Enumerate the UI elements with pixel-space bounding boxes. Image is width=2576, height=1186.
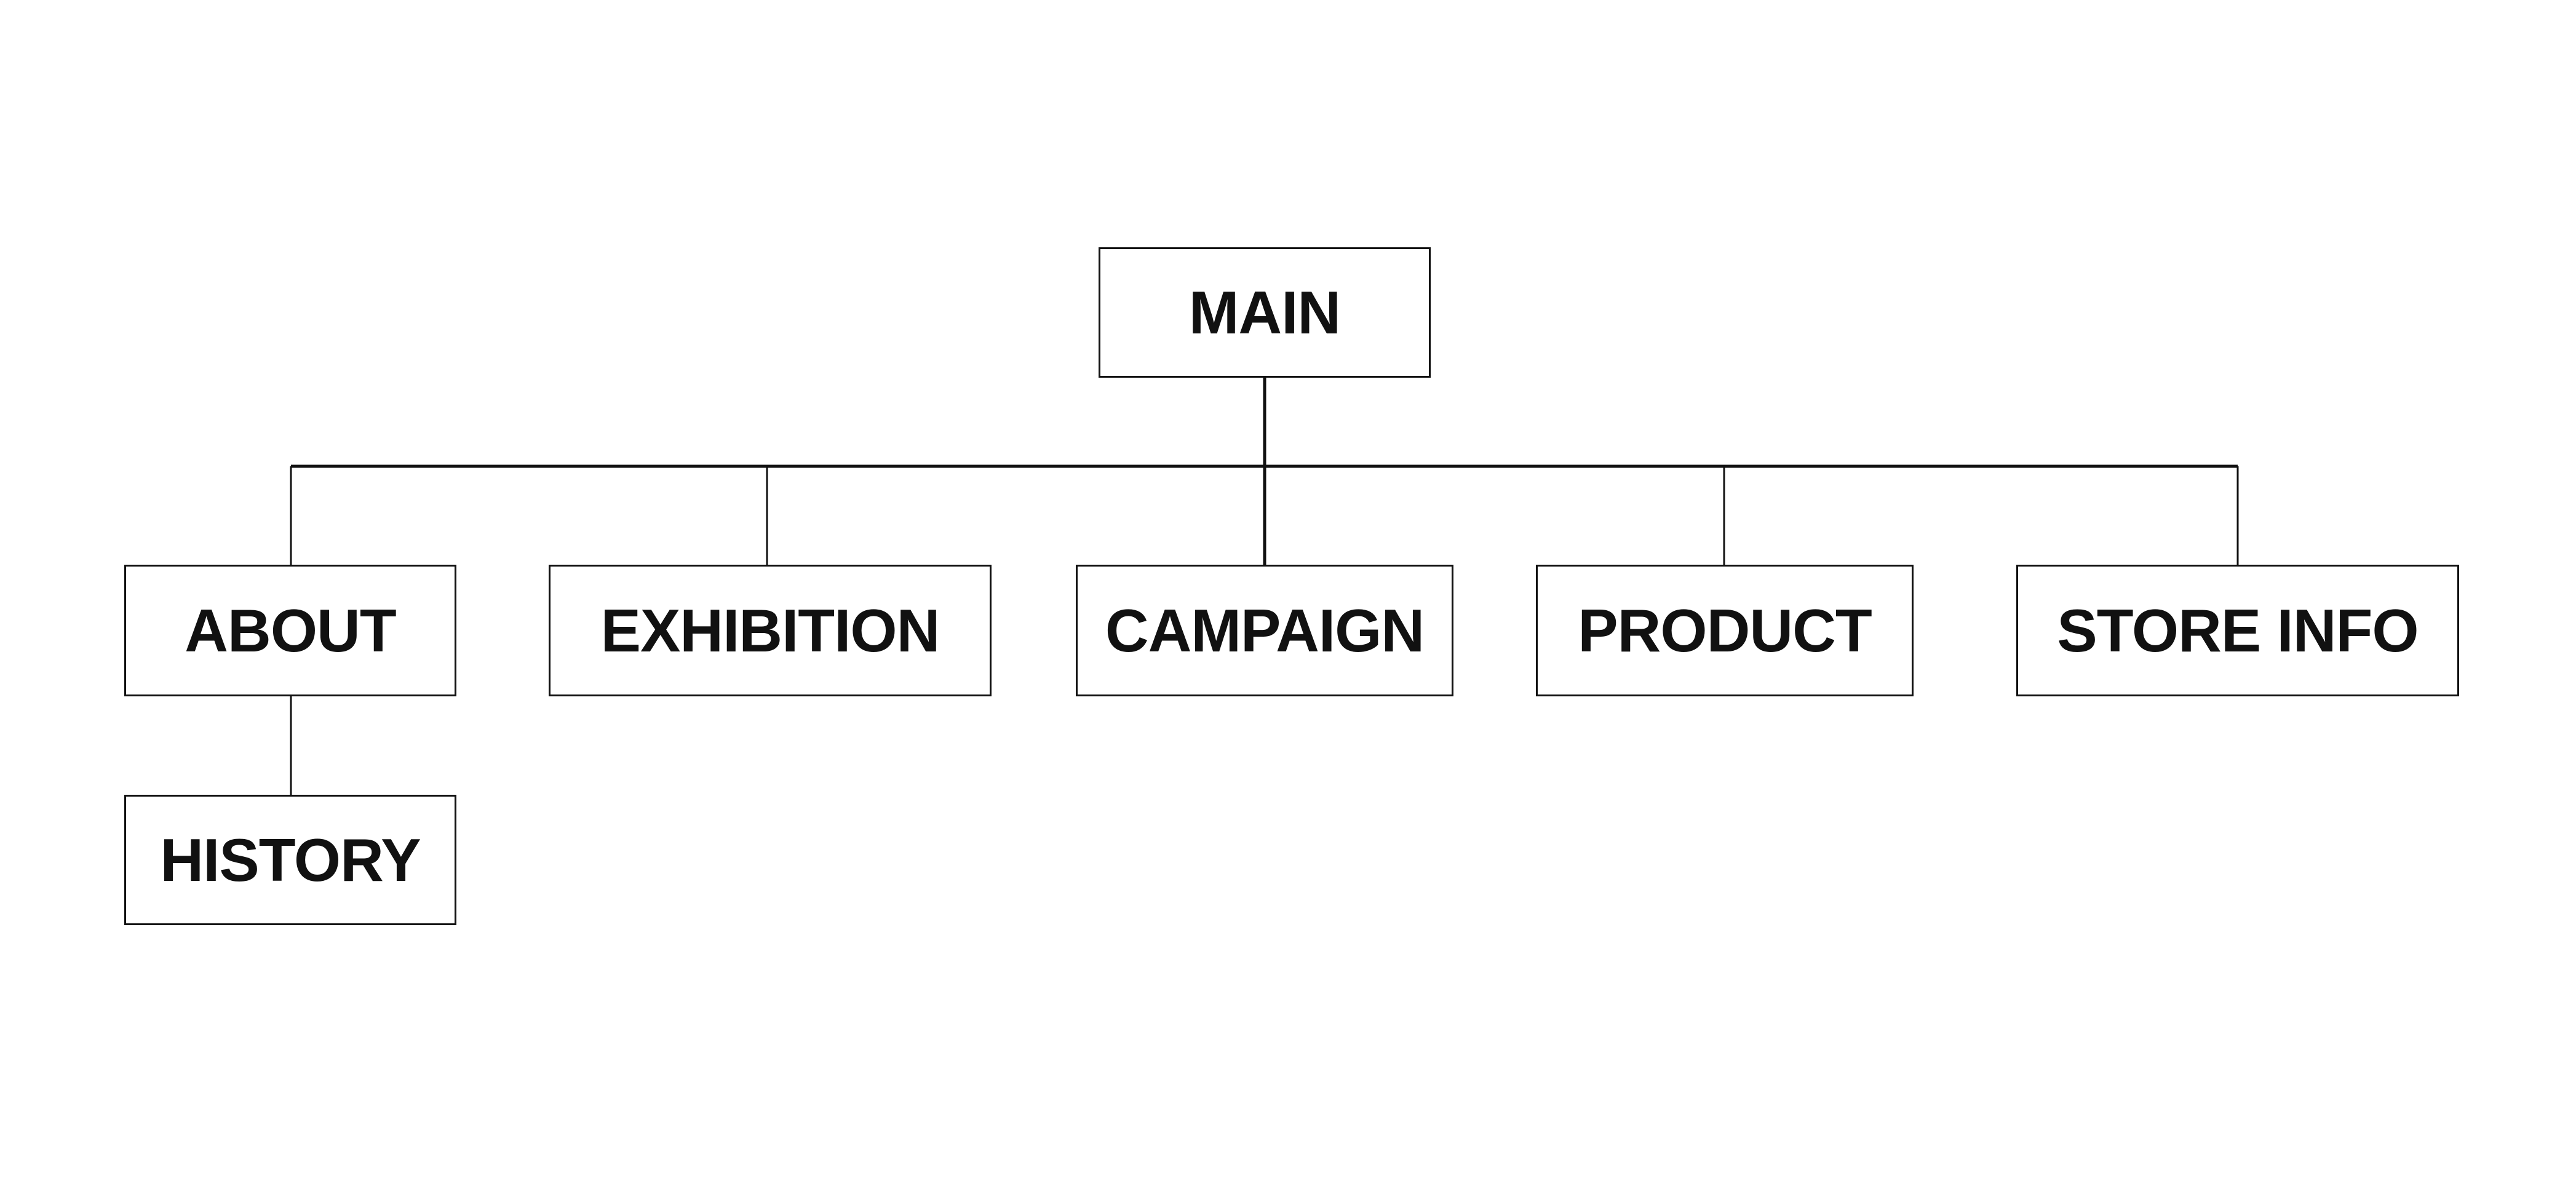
node-product: PRODUCT <box>1536 565 1914 696</box>
node-main: MAIN <box>1099 247 1431 378</box>
node-about: ABOUT <box>124 565 456 696</box>
node-campaign: CAMPAIGN <box>1076 565 1453 696</box>
node-exhibition: EXHIBITION <box>549 565 992 696</box>
node-history: HISTORY <box>124 795 456 925</box>
node-store-info: STORE INFO <box>2016 565 2459 696</box>
